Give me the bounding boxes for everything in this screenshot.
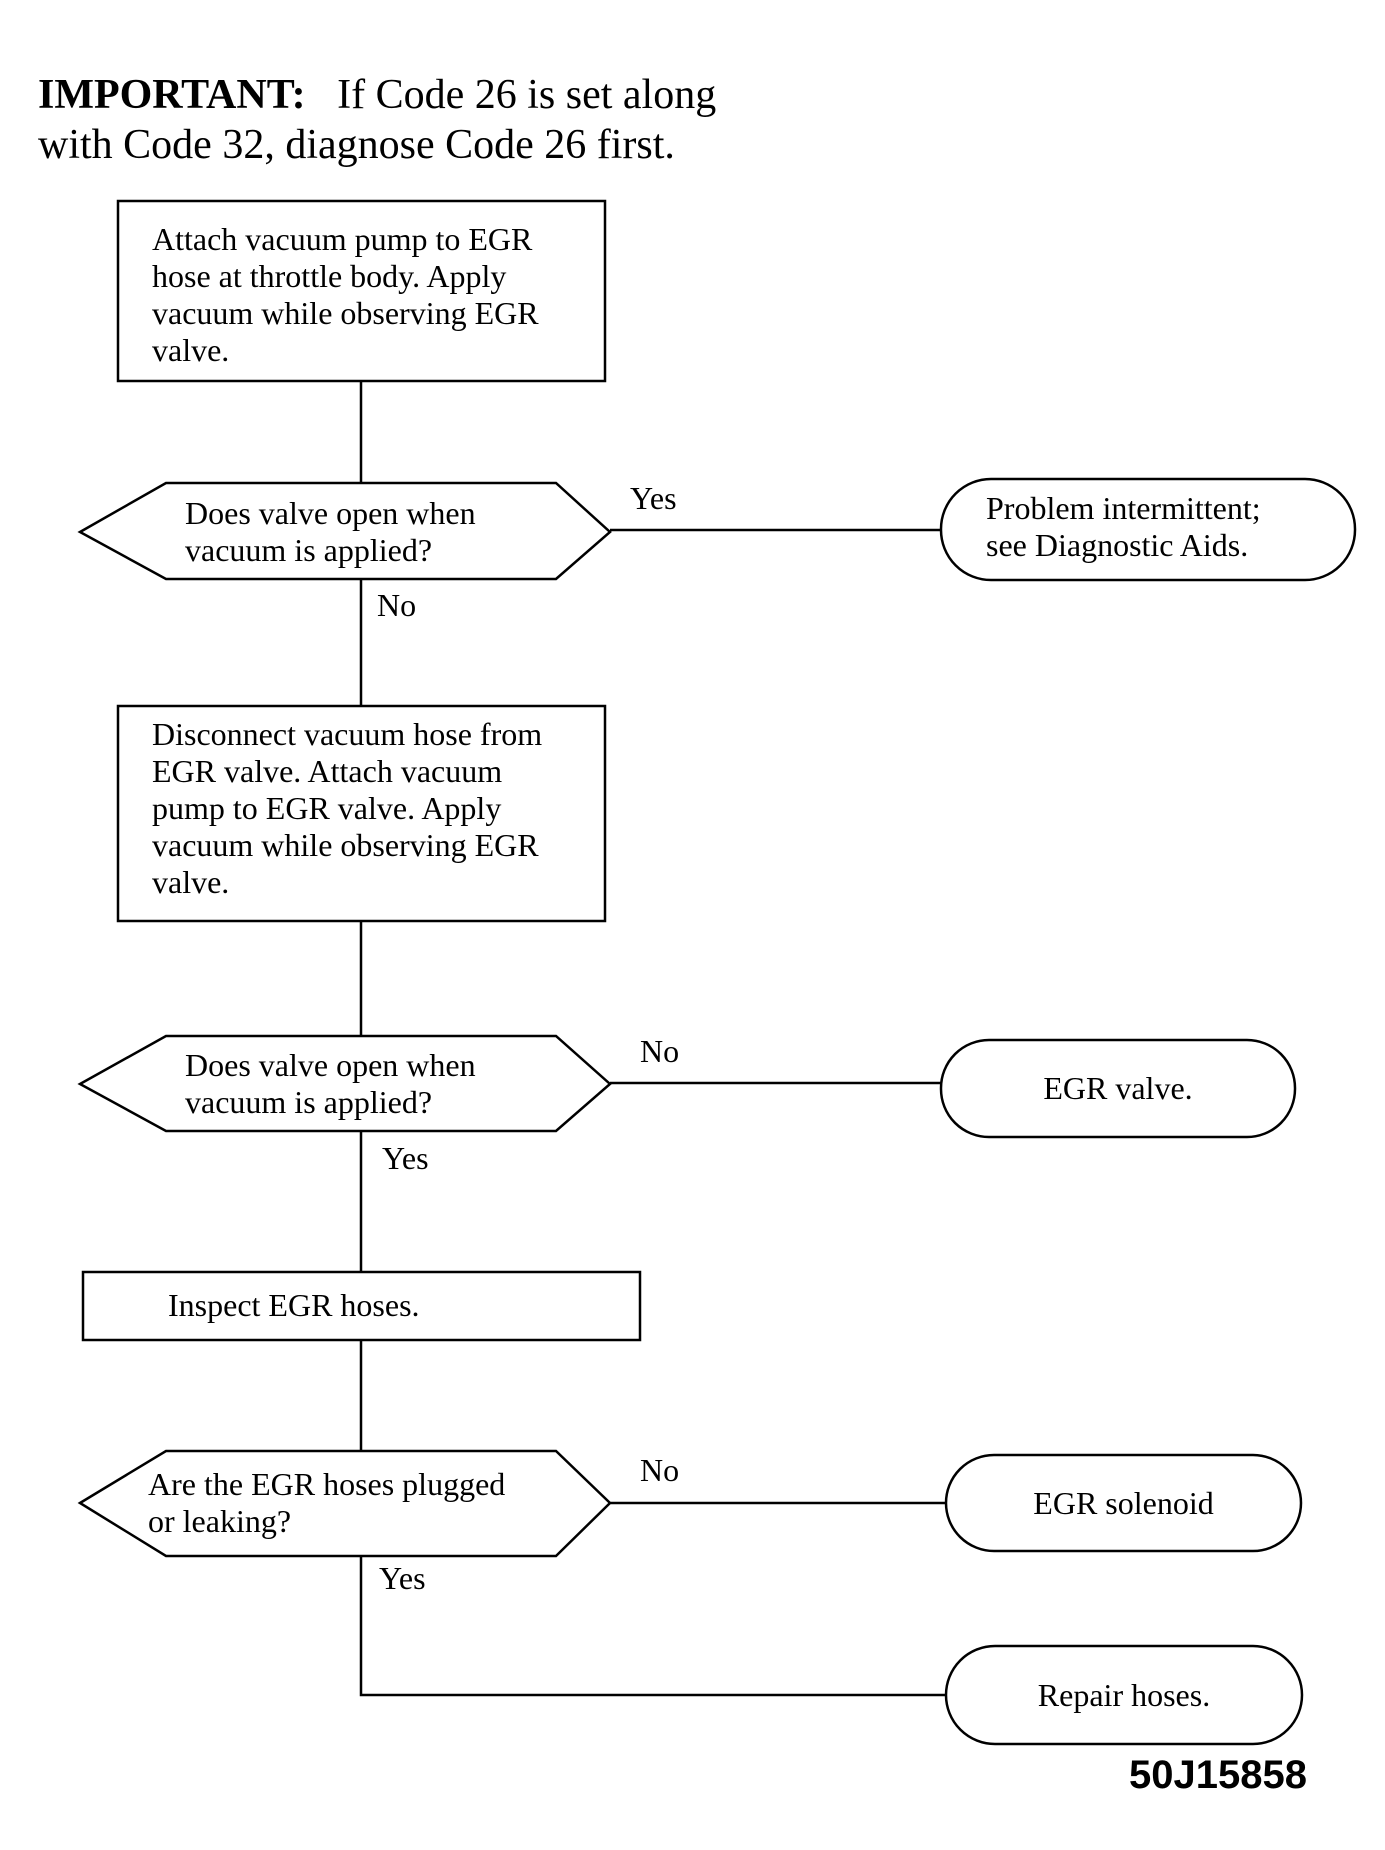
step3-text: Inspect EGR hoses.: [168, 1287, 420, 1323]
step1-line: hose at throttle body. Apply: [152, 258, 507, 294]
decision1-yes-label: Yes: [630, 480, 677, 516]
step2-line: vacuum while observing EGR: [152, 827, 539, 863]
important-note: IMPORTANT: If Code 26 is set along with …: [38, 70, 716, 170]
decision1-text: Does valve open when vacuum is applied?: [185, 495, 476, 569]
outcome2-terminal: [939, 1038, 1297, 1139]
decision1-shape: [77, 481, 612, 581]
outcome1-terminal: [939, 477, 1357, 582]
decision2-line: vacuum is applied?: [185, 1084, 433, 1120]
decision3-yes-label: Yes: [379, 1560, 426, 1596]
decision3-line: or leaking?: [148, 1503, 292, 1539]
outcome1-text: Problem intermittent; see Diagnostic Aid…: [986, 490, 1261, 564]
step2-line: pump to EGR valve. Apply: [152, 790, 502, 826]
decision1-line: Does valve open when: [185, 495, 476, 531]
decision2-line: Does valve open when: [185, 1047, 476, 1083]
step1-line: vacuum while observing EGR: [152, 295, 539, 331]
step1-line: valve.: [152, 332, 230, 368]
outcome1-line: see Diagnostic Aids.: [986, 527, 1249, 563]
outcome4-text: Repair hoses.: [1037, 1677, 1211, 1713]
step2-line: valve.: [152, 864, 230, 900]
important-text-2: with Code 32, diagnose Code 26 first.: [38, 122, 675, 168]
outcome4-terminal: [944, 1644, 1304, 1746]
decision3-no-label: No: [640, 1452, 680, 1488]
figure-id: 50J15858: [1129, 1753, 1307, 1797]
decision1-no-label: No: [377, 587, 417, 623]
outcome3-text: EGR solenoid: [1033, 1485, 1214, 1521]
step2-text: Disconnect vacuum hose from EGR valve. A…: [152, 716, 542, 901]
decision3-line: Are the EGR hoses plugged: [148, 1466, 506, 1502]
decision1-line: vacuum is applied?: [185, 532, 433, 568]
step1-line: Attach vacuum pump to EGR: [152, 221, 533, 257]
decision2-yes-label: Yes: [382, 1140, 429, 1176]
important-label: IMPORTANT:: [38, 72, 306, 118]
important-text-1: If Code 26 is set along: [337, 72, 717, 118]
connector-decision3-yes: [359, 1556, 946, 1697]
decision2-no-label: No: [640, 1033, 680, 1069]
step1-text: Attach vacuum pump to EGR hose at thrott…: [152, 221, 539, 369]
outcome3-terminal: [944, 1453, 1303, 1553]
step2-line: EGR valve. Attach vacuum: [152, 753, 503, 789]
decision3-text: Are the EGR hoses plugged or leaking?: [148, 1466, 505, 1540]
decision2-text: Does valve open when vacuum is applied?: [185, 1047, 476, 1121]
outcome2-text: EGR valve.: [1043, 1070, 1193, 1106]
important-note-line1: IMPORTANT: If Code 26 is set along: [38, 70, 716, 120]
outcome1-line: Problem intermittent;: [986, 490, 1261, 526]
step2-line: Disconnect vacuum hose from: [152, 716, 543, 752]
